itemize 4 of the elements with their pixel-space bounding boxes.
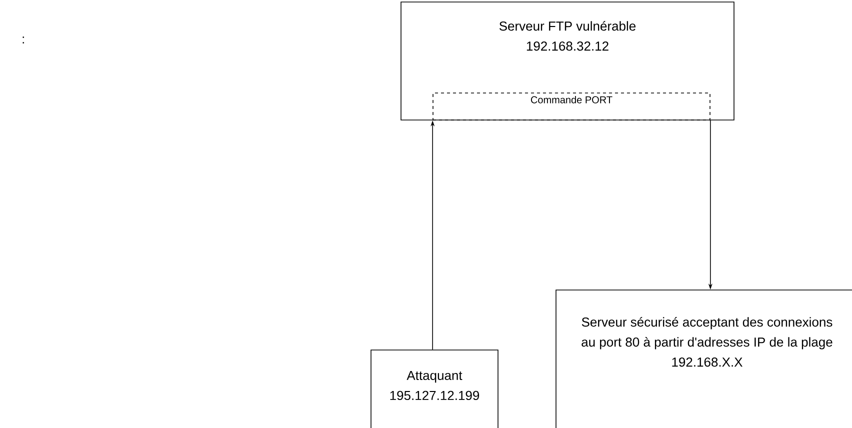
attacker-box: Attaquant 195.127.12.199 [370,350,498,428]
command-box: Commande PORT [432,92,710,120]
separator-text: : [22,36,24,44]
server-box: Serveur sécurisé acceptant des connexions au port 80 à partir d'adresses IP de la plage 192.168.X.X [556,290,852,428]
